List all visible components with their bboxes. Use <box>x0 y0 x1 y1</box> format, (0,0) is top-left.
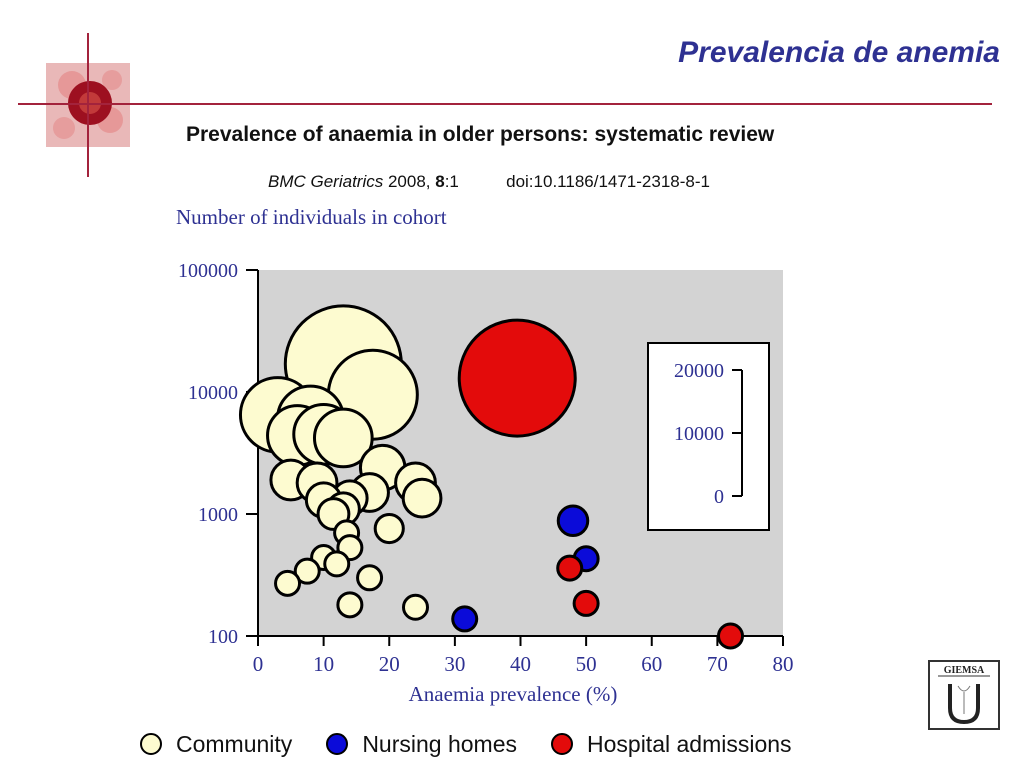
y-axis-title: Number of individuals in cohort <box>176 205 447 229</box>
bubble-community <box>323 550 351 578</box>
citation-year: 2008, <box>383 172 436 191</box>
nursing-homes-swatch <box>326 733 349 755</box>
x-tick-label: 0 <box>253 652 264 676</box>
bubble-community <box>274 569 302 597</box>
community-swatch <box>140 733 162 755</box>
legend-item-hospital-admissions: Hospital admissions <box>551 731 792 758</box>
citation-doi: doi:10.1186/1471-2318-8-1 <box>506 172 710 191</box>
bubble-hospital-admissions <box>717 622 744 650</box>
giemsa-logo-text: GIEMSA <box>943 665 985 676</box>
x-tick-label: 50 <box>576 652 597 676</box>
hospital-admissions-swatch <box>551 733 573 755</box>
legend-label-hospital-admissions: Hospital admissions <box>587 730 792 757</box>
giemsa-logo: GIEMSA <box>928 660 1000 730</box>
blood-cell-logo <box>18 33 992 177</box>
bubble-hospital-admissions <box>572 589 600 617</box>
legend: Community Nursing homes Hospital admissi… <box>140 728 826 760</box>
bubbles <box>238 304 744 650</box>
legend-item-community: Community <box>140 731 292 758</box>
x-axis-title: Anaemia prevalence (%) <box>409 682 618 706</box>
size-legend-label: 0 <box>714 486 724 508</box>
bubble-nursing-homes <box>556 504 590 538</box>
bubble-community <box>312 407 374 469</box>
x-tick-label: 70 <box>707 652 728 676</box>
bubble-community <box>401 477 443 519</box>
x-axis: 0 10 20 30 40 50 60 70 80 <box>253 635 794 676</box>
slide-title: Prevalencia de anemia <box>678 36 1000 69</box>
size-legend-label: 20000 <box>674 360 724 382</box>
x-tick-label: 80 <box>773 652 794 676</box>
bubble-community <box>373 512 405 545</box>
bubble-community <box>356 564 384 592</box>
size-legend: 20000 10000 0 <box>647 342 770 531</box>
size-legend-label: 10000 <box>674 423 724 445</box>
bubble-nursing-homes <box>451 605 479 633</box>
legend-item-nursing-homes: Nursing homes <box>326 731 517 758</box>
legend-label-nursing-homes: Nursing homes <box>362 730 517 757</box>
y-tick-label: 100 <box>208 626 238 648</box>
x-tick-label: 60 <box>641 652 662 676</box>
y-tick-label: 100000 <box>178 260 238 282</box>
x-tick-label: 10 <box>313 652 334 676</box>
citation: BMC Geriatrics 2008, 8:1 doi:10.1186/147… <box>268 172 710 192</box>
citation-volume: 8 <box>435 172 445 191</box>
citation-issue: :1 <box>444 172 459 191</box>
bubble-hospital-admissions <box>556 554 584 582</box>
legend-label-community: Community <box>176 730 293 757</box>
bubble-community <box>336 591 364 619</box>
y-tick-label: 1000 <box>198 504 238 526</box>
y-axis: 100 1000 10000 100000 <box>178 260 259 648</box>
x-tick-label: 20 <box>379 652 400 676</box>
bubble-chart: Number of individuals in cohort 10010001… <box>18 33 992 706</box>
citation-journal: BMC Geriatrics <box>268 172 384 191</box>
y-tick-label: 10000 <box>188 382 238 404</box>
bubble-community <box>402 593 429 621</box>
bubble-hospital-admissions <box>457 318 577 438</box>
x-tick-label: 40 <box>510 652 531 676</box>
paper-title: Prevalence of anaemia in older persons: … <box>186 123 775 146</box>
bubble-community <box>293 557 321 585</box>
x-tick-label: 30 <box>444 652 465 676</box>
